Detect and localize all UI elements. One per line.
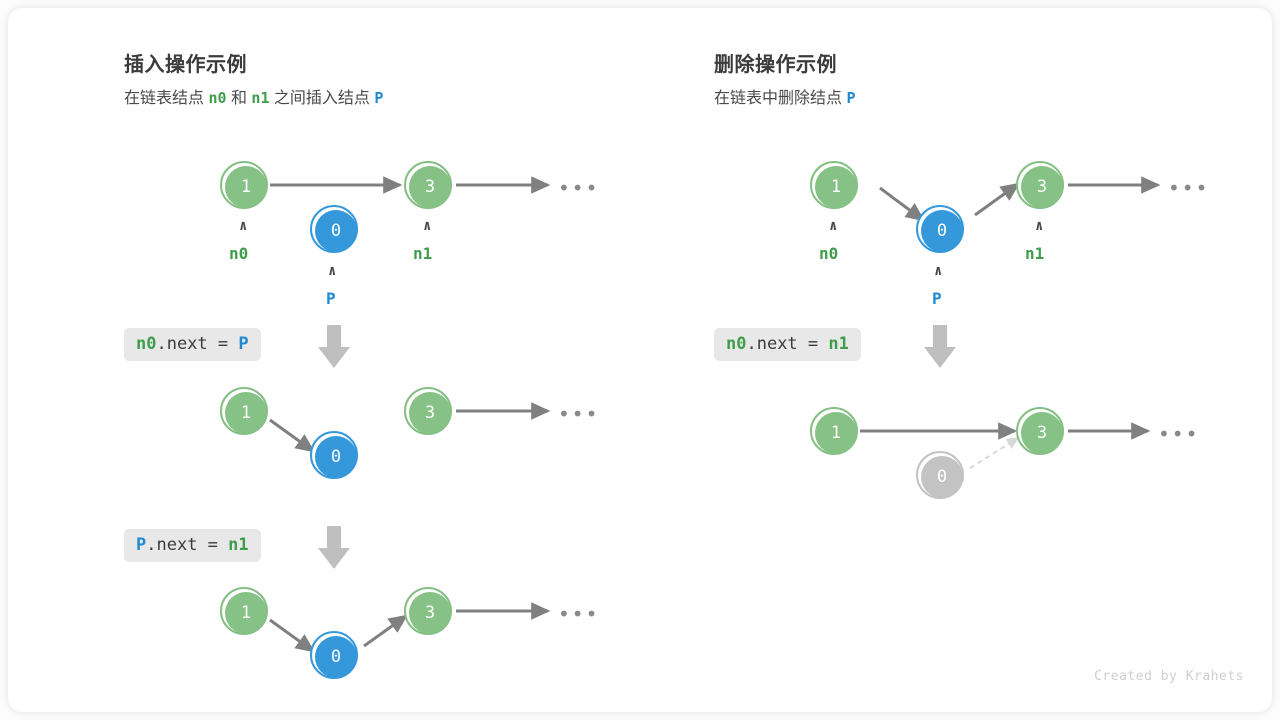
node-3-step2: 3 xyxy=(1016,407,1064,455)
subtitle-code-p: P xyxy=(374,89,384,107)
insert-step3-edges xyxy=(269,602,551,653)
node-value: 3 xyxy=(409,166,451,208)
node-value: 3 xyxy=(1021,412,1063,454)
caret-n1: ∧ xyxy=(1035,218,1044,234)
caret-n0: ∧ xyxy=(829,218,838,234)
node-0-deleted-step2: 0 xyxy=(916,451,964,499)
caret-p: ∧ xyxy=(328,263,337,279)
pointer-label-n0: n0 xyxy=(229,244,249,263)
pointer-label-p: P xyxy=(932,289,942,308)
ellipsis-step2: ••• xyxy=(1158,422,1200,446)
ellipsis-step2: ••• xyxy=(558,402,600,426)
node-1-step2: 1 xyxy=(220,387,268,435)
delete-step2-edges xyxy=(860,422,1151,469)
code-chip-delete-1: n0.next = n1 xyxy=(714,328,861,361)
delete-step1-edges xyxy=(879,176,1161,222)
code-chip-insert-1: n0.next = P xyxy=(124,328,261,361)
down-arrow-insert-1 xyxy=(318,325,350,368)
node-value: 0 xyxy=(315,436,357,478)
subtitle-text-1: 在链表结点 xyxy=(124,90,209,107)
node-value: 3 xyxy=(409,592,451,634)
node-3-step3: 3 xyxy=(404,587,452,635)
code-token-next: .next = xyxy=(746,334,829,354)
node-0-step2: 0 xyxy=(310,431,358,479)
insert-step1-edges xyxy=(270,176,551,194)
code-token-n0: n0 xyxy=(136,334,157,354)
caret-p: ∧ xyxy=(934,263,943,279)
down-arrow-delete-1 xyxy=(924,325,956,368)
ellipsis-step1: ••• xyxy=(1168,176,1210,200)
code-token-n0: n0 xyxy=(726,334,747,354)
insert-step2-edges xyxy=(269,402,551,453)
node-value: 1 xyxy=(815,166,857,208)
node-1-step3: 1 xyxy=(220,587,268,635)
credit-label: Created by Krahets xyxy=(1094,669,1244,684)
node-value: 0 xyxy=(921,456,963,498)
panel-insert: 插入操作示例 在链表结点 n0 和 n1 之间插入结点 P 1 xyxy=(8,8,640,712)
node-1-step1: 1 xyxy=(220,161,268,209)
subtitle-text-1: 在链表中删除结点 xyxy=(714,90,847,107)
caret-n1: ∧ xyxy=(423,218,432,234)
subtitle-code-p: P xyxy=(846,89,856,107)
node-1-step1: 1 xyxy=(810,161,858,209)
down-arrow-insert-2 xyxy=(318,526,350,569)
node-0-step1: 0 xyxy=(916,205,964,253)
delete-panel-title: 删除操作示例 xyxy=(714,54,837,76)
code-chip-insert-2: P.next = n1 xyxy=(124,529,261,562)
code-token-next: .next = xyxy=(146,535,229,555)
node-value: 0 xyxy=(315,210,357,252)
node-3-step1: 3 xyxy=(404,161,452,209)
delete-panel-subtitle: 在链表中删除结点 P xyxy=(714,84,855,108)
node-0-step1: 0 xyxy=(310,205,358,253)
pointer-label-n1: n1 xyxy=(1025,244,1045,263)
insert-panel-subtitle: 在链表结点 n0 和 n1 之间插入结点 P xyxy=(124,84,383,108)
subtitle-code-n0: n0 xyxy=(208,89,227,107)
node-value: 1 xyxy=(225,392,267,434)
pointer-label-n1: n1 xyxy=(413,244,433,263)
node-3-step1: 3 xyxy=(1016,161,1064,209)
subtitle-code-n1: n1 xyxy=(251,89,270,107)
node-value: 1 xyxy=(225,166,267,208)
node-value: 3 xyxy=(1021,166,1063,208)
node-value: 1 xyxy=(815,412,857,454)
code-token-p: P xyxy=(136,535,147,555)
node-value: 3 xyxy=(409,392,451,434)
node-value: 0 xyxy=(315,636,357,678)
pointer-label-n0: n0 xyxy=(819,244,839,263)
node-3-step2: 3 xyxy=(404,387,452,435)
caret-n0: ∧ xyxy=(239,218,248,234)
node-1-step2: 1 xyxy=(810,407,858,455)
code-token-n1: n1 xyxy=(228,535,249,555)
ellipsis-step1: ••• xyxy=(558,176,600,200)
insert-panel-title: 插入操作示例 xyxy=(124,54,247,76)
code-token-next: .next = xyxy=(156,334,239,354)
code-token-p: P xyxy=(238,334,249,354)
panel-delete: 删除操作示例 在链表中删除结点 P 1 0 3 ••• ∧ n0 ∧ xyxy=(640,8,1272,712)
subtitle-text-3: 之间插入结点 xyxy=(269,90,375,107)
pointer-label-p: P xyxy=(326,289,336,308)
ellipsis-step3: ••• xyxy=(558,602,600,626)
node-0-step3: 0 xyxy=(310,631,358,679)
diagram-card: 插入操作示例 在链表结点 n0 和 n1 之间插入结点 P 1 xyxy=(8,8,1272,712)
node-value: 1 xyxy=(225,592,267,634)
node-value: 0 xyxy=(921,210,963,252)
code-token-n1: n1 xyxy=(828,334,849,354)
subtitle-text-2: 和 xyxy=(226,90,252,107)
